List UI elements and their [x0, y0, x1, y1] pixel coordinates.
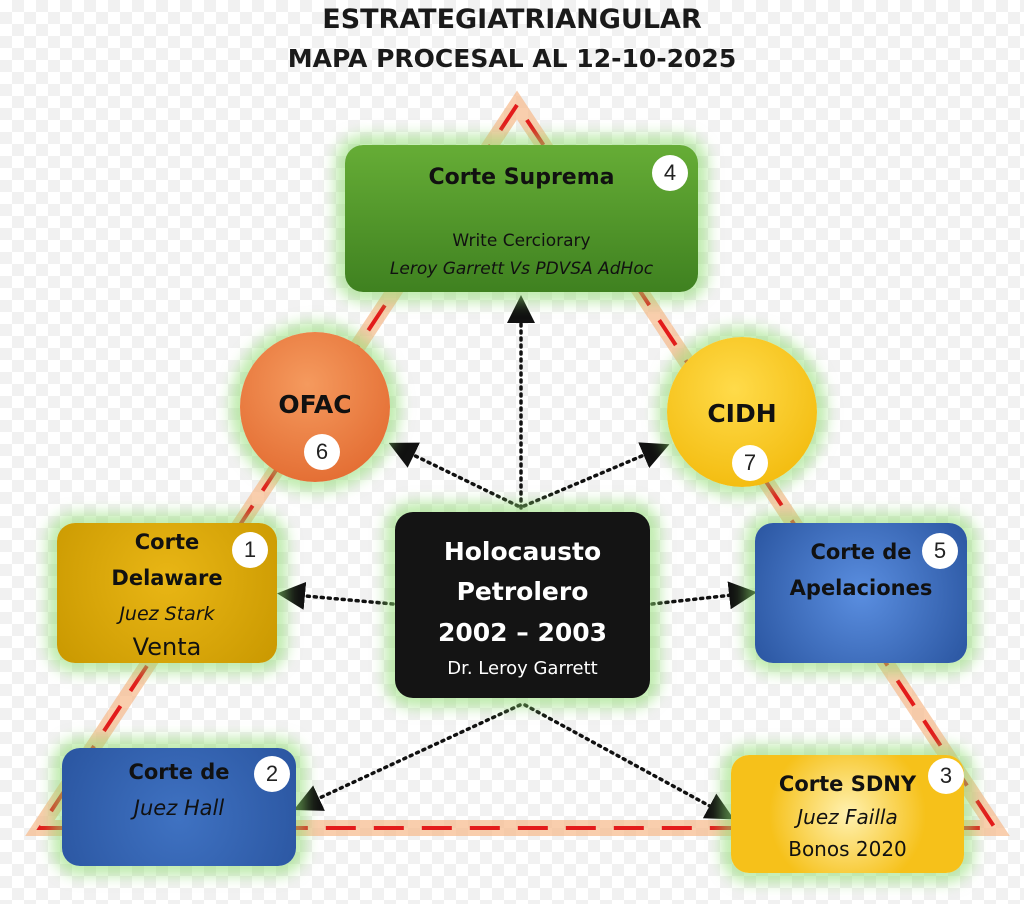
node-line: Corte de	[128, 760, 230, 784]
node-line: Juez Stark	[119, 603, 215, 625]
node-line: Corte SDNY	[778, 772, 917, 796]
node-title: OFAC	[278, 390, 352, 419]
badge-4: 4	[652, 155, 688, 191]
diagram-subtitle: MAPA PROCESAL AL 12-10-2025	[287, 44, 737, 73]
diagram-title: ESTRATEGIATRIANGULAR	[322, 4, 702, 35]
node-line: Juez Hall	[133, 796, 225, 820]
node-line: Write Cerciorary	[452, 231, 591, 251]
node-ofac: OFAC 6	[240, 332, 390, 482]
node-corte-sdny: Corte SDNY Juez Failla Bonos 2020 3	[731, 755, 964, 873]
node-corte-suprema: Corte Suprema Write Cerciorary Leroy Gar…	[345, 145, 698, 292]
node-center-holocausto: Holocausto Petrolero 2002 – 2003 Dr. Ler…	[395, 512, 650, 698]
arrow-to-sdny	[523, 703, 735, 820]
node-cidh: CIDH 7	[667, 337, 817, 487]
center-line: Dr. Leroy Garrett	[447, 658, 598, 679]
node-line: Delaware	[111, 566, 223, 590]
badge-6: 6	[304, 434, 340, 470]
node-line: Bonos 2020	[788, 837, 907, 861]
center-line: Holocausto	[443, 537, 602, 566]
arrow-to-hall	[293, 703, 522, 811]
arrow-to-cidh	[522, 442, 670, 508]
node-line: Corte	[134, 530, 200, 554]
badge-3: 3	[928, 758, 964, 794]
node-line: Leroy Garrett Vs PDVSA AdHoc	[389, 259, 654, 279]
center-line: Petrolero	[456, 577, 589, 606]
badge-5: 5	[922, 533, 958, 569]
node-corte-hall: Corte de Juez Hall 2	[62, 748, 296, 866]
node-line: Apelaciones	[789, 576, 933, 600]
arrow-to-delaware	[277, 581, 395, 610]
badge-7: 7	[732, 445, 768, 481]
badge-2: 2	[254, 756, 290, 792]
center-line: 2002 – 2003	[437, 618, 608, 647]
arrow-to-ofac	[388, 442, 520, 508]
node-corte-apelaciones: Corte de Apelaciones 5	[755, 523, 967, 663]
node-line: Corte de	[810, 540, 912, 564]
node-title: Corte Suprema	[428, 165, 615, 190]
node-line: Venta	[132, 633, 202, 661]
node-corte-delaware: Corte Delaware Juez Stark Venta 1	[57, 523, 277, 663]
arrow-to-apelaciones	[650, 581, 757, 610]
node-title: CIDH	[707, 399, 777, 428]
node-line: Juez Failla	[797, 805, 898, 829]
badge-1: 1	[232, 532, 268, 568]
